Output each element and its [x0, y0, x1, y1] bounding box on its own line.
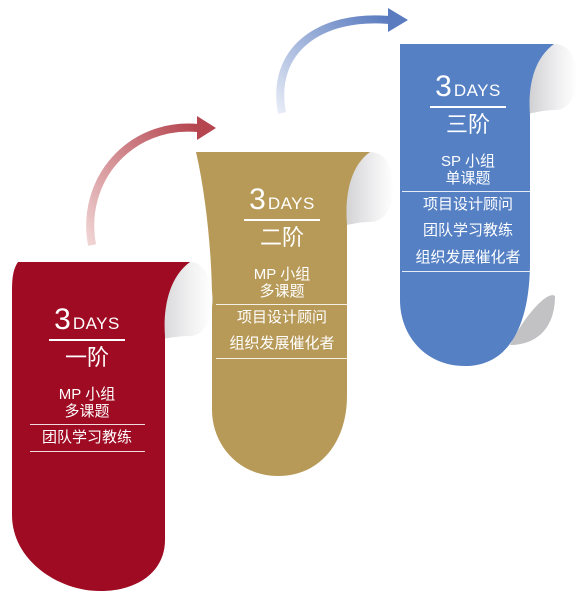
- step-1-divider: [29, 451, 145, 453]
- step-3-item: 项目设计顾问: [422, 196, 513, 214]
- step-3-banner: [400, 44, 578, 366]
- step-1-item: 团队学习教练: [41, 429, 132, 447]
- step-2-card: 3 DAYS 二阶 MP 小组 多课题 项目设计顾问 组织发展催化者: [212, 185, 352, 359]
- step-1-days-unit: DAYS: [72, 314, 120, 333]
- step-2-underline: [244, 219, 320, 221]
- step-1-days-number: 3: [54, 303, 71, 336]
- step-2-banner: [196, 152, 394, 476]
- step-2-divider: [216, 357, 348, 359]
- step-1-group: MP 小组 多课题: [59, 386, 115, 421]
- step-1-banner: [12, 262, 213, 591]
- step-2-group: MP 小组 多课题: [254, 266, 310, 301]
- step-1-divider: [29, 424, 145, 426]
- step-3-divider: [402, 191, 534, 193]
- arrowhead-icon: [388, 8, 408, 32]
- step-3-item: 团队学习教练: [422, 222, 513, 240]
- step-3-item: 组织发展催化者: [415, 248, 521, 266]
- step-3-underline: [430, 106, 506, 108]
- step-3-days-number: 3: [435, 70, 452, 103]
- step-2-stage: 二阶: [259, 224, 304, 250]
- step-2-days-number: 3: [249, 183, 266, 216]
- step-1-group-line1: MP 小组: [58, 385, 116, 403]
- step-1-underline: [49, 339, 125, 341]
- step-3-divider: [402, 270, 534, 272]
- step-2-group-line1: MP 小组: [253, 265, 311, 283]
- step-1-group-line2: 多课题: [64, 402, 110, 420]
- step-3-stage: 三阶: [445, 111, 490, 137]
- step-2-days-unit: DAYS: [267, 194, 315, 213]
- step-3-group: SP 小组 单课题: [441, 153, 495, 188]
- arrow-step2-to-step3: [276, 8, 408, 114]
- step-3-days: 3 DAYS: [435, 72, 501, 102]
- step-2-divider: [216, 304, 348, 306]
- step-1-card: 3 DAYS 一阶 MP 小组 多课题 团队学习教练: [22, 305, 152, 453]
- step-3-days-unit: DAYS: [453, 81, 501, 100]
- step-3-group-line2: 单课题: [445, 169, 491, 187]
- step-2-days: 3 DAYS: [249, 185, 315, 215]
- step-2-item: 组织发展催化者: [229, 335, 335, 353]
- step-3-card: 3 DAYS 三阶 SP 小组 单课题 项目设计顾问 团队学习教练 组织发展催化…: [398, 72, 538, 272]
- step-1-stage: 一阶: [64, 344, 109, 370]
- step-1-days: 3 DAYS: [54, 305, 120, 335]
- step-3-group-line1: SP 小组: [441, 152, 495, 170]
- arrowhead-icon: [197, 116, 216, 140]
- step-2-item: 项目设计顾问: [236, 309, 327, 327]
- arrow-step1-to-step2: [86, 116, 216, 246]
- step-2-group-line2: 多课题: [259, 282, 305, 300]
